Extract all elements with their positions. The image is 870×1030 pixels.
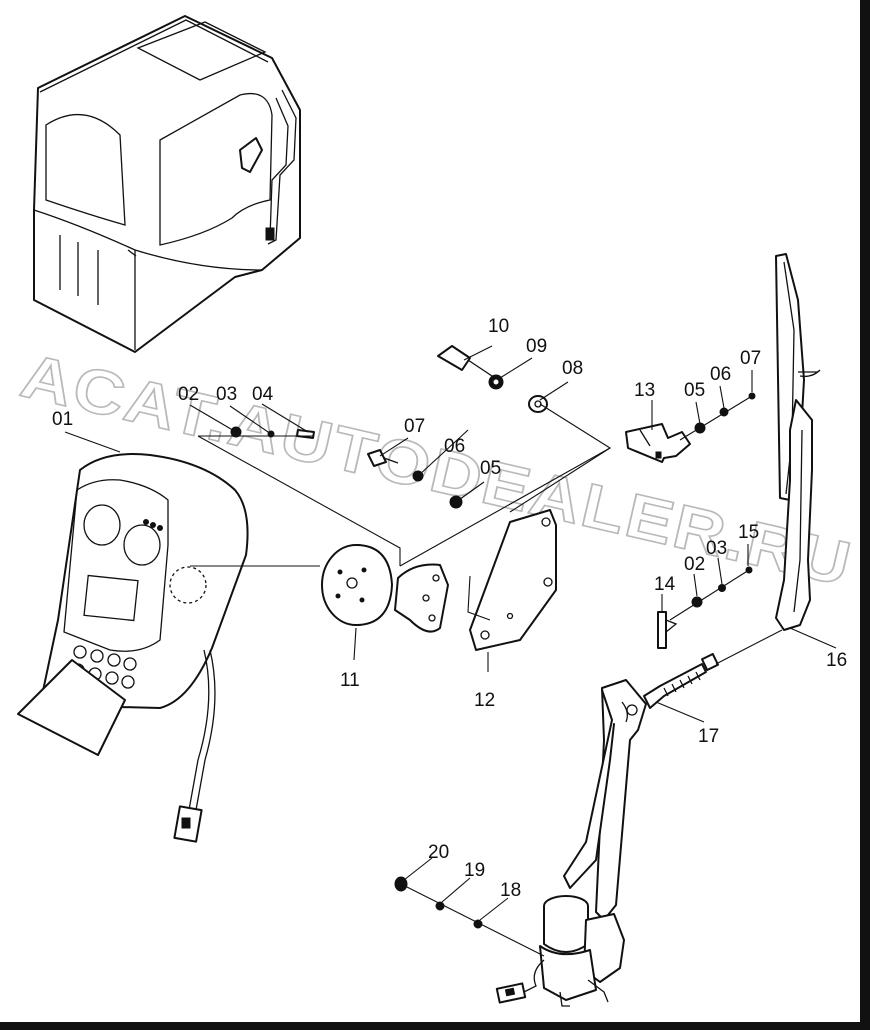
callout-12: 12 — [474, 690, 495, 711]
frame-bottom-edge — [0, 1022, 870, 1030]
callout-09: 09 — [526, 336, 547, 357]
part-09-washer — [488, 374, 504, 390]
part-12-bracket — [469, 509, 557, 651]
leader-lines — [64, 345, 837, 957]
frame-right-edge — [860, 0, 870, 1030]
cab-illustration — [33, 15, 301, 353]
callout-01: 01 — [52, 409, 73, 430]
callout-16: 16 — [826, 650, 847, 671]
wiper-motor — [495, 895, 625, 1007]
callout-20: 20 — [428, 842, 449, 863]
callout-05-left: 05 — [480, 458, 501, 479]
callout-07-right: 07 — [740, 348, 761, 369]
part-13-clip — [625, 423, 691, 463]
callout-03-right: 03 — [706, 538, 727, 559]
callout-02-left: 02 — [178, 384, 199, 405]
screw-04-left — [296, 429, 315, 439]
callout-17: 17 — [698, 726, 719, 747]
callout-06-left: 06 — [444, 436, 465, 457]
callout-10: 10 — [488, 316, 509, 337]
callout-14: 14 — [654, 574, 676, 595]
callout-labels: 01 02 03 04 07 06 05 10 09 08 13 05 06 0… — [52, 316, 847, 901]
part-01-monitor — [17, 453, 249, 843]
bracket-mount — [394, 563, 449, 633]
wiper-linkage-arms — [563, 679, 647, 921]
callout-19: 19 — [464, 860, 485, 881]
callout-03-left: 03 — [216, 384, 237, 405]
callout-05-right: 05 — [684, 380, 705, 401]
callout-11: 11 — [340, 670, 360, 691]
callout-04: 04 — [252, 384, 274, 405]
callout-08: 08 — [562, 358, 583, 379]
callout-02-right: 02 — [684, 554, 705, 575]
part-11-disc — [321, 544, 393, 626]
callout-06-right: 06 — [710, 364, 731, 385]
callout-18: 18 — [500, 880, 521, 901]
callout-15: 15 — [738, 522, 759, 543]
part-16-wiper-arm — [775, 399, 813, 631]
callout-07-left: 07 — [404, 416, 425, 437]
part-10-bolt — [437, 345, 493, 377]
part-17-shaft — [643, 652, 720, 709]
part-14-clip — [657, 611, 678, 649]
part-08-washer — [528, 395, 548, 413]
bolt-07-left — [367, 449, 399, 467]
callout-13: 13 — [634, 380, 655, 401]
